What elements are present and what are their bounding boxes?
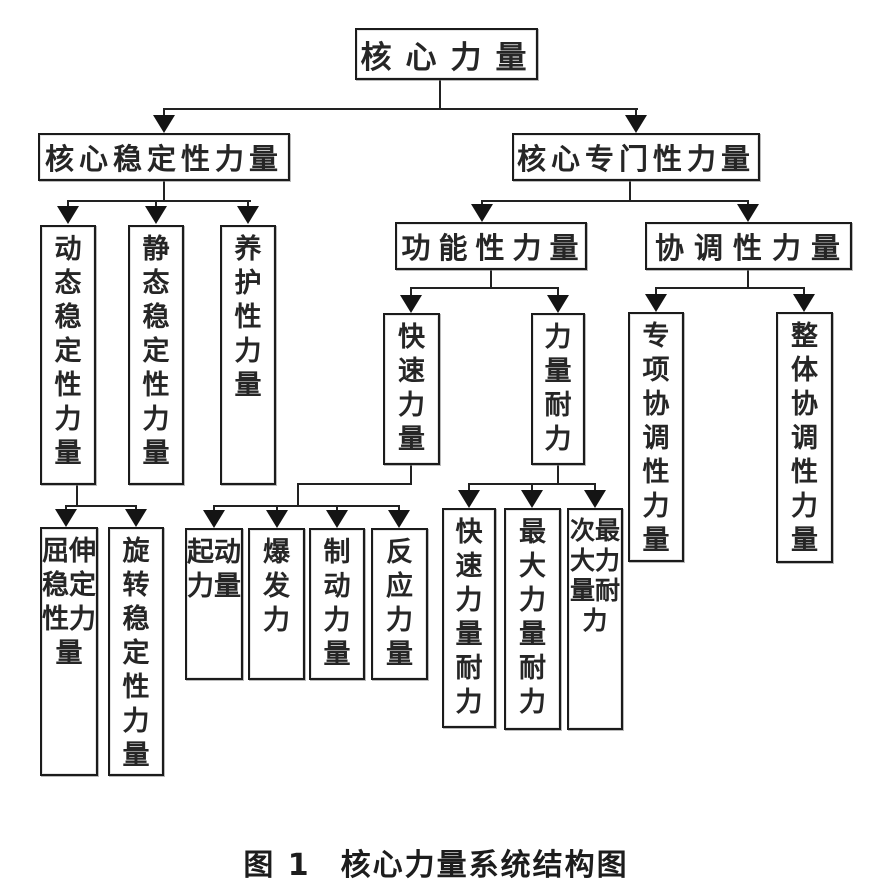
connector-line xyxy=(655,287,657,295)
connector-line xyxy=(398,505,400,512)
arrowhead-down-icon xyxy=(793,294,815,312)
arrowhead-down-icon xyxy=(266,510,288,528)
arrowhead-down-icon xyxy=(237,206,259,224)
node-braking-strength: 制动力量 xyxy=(309,528,365,680)
node-speed-strength: 快速力量 xyxy=(383,313,440,465)
connector-line xyxy=(490,270,492,289)
connector-line xyxy=(410,465,412,485)
connector-line xyxy=(410,287,559,289)
connector-line xyxy=(481,200,483,206)
arrowhead-down-icon xyxy=(55,509,77,527)
connector-line xyxy=(67,200,69,207)
connector-line xyxy=(135,505,137,511)
node-flexion-extension-stability: 屈伸稳定性力量 xyxy=(40,527,98,776)
node-coordination: 协调性力量 xyxy=(645,222,852,270)
arrowhead-down-icon xyxy=(547,295,569,313)
connector-line xyxy=(336,505,338,512)
arrowhead-down-icon xyxy=(645,294,667,312)
node-reactive-strength: 反应力量 xyxy=(371,528,428,680)
connector-line xyxy=(213,505,400,507)
arrowhead-down-icon xyxy=(153,115,175,133)
connector-line xyxy=(803,287,805,295)
arrowhead-down-icon xyxy=(584,490,606,508)
node-functional: 功能性力量 xyxy=(395,222,587,270)
connector-line xyxy=(655,287,805,289)
connector-line xyxy=(557,287,559,296)
node-specific-coordination: 专项协调性力量 xyxy=(628,312,684,562)
arrowhead-down-icon xyxy=(471,204,493,222)
node-max-strength-endurance: 最大力量耐力 xyxy=(504,508,561,730)
figure-caption-label: 图 1 xyxy=(243,848,311,883)
node-core-specialized: 核心专门性力量 xyxy=(512,133,760,181)
connector-line xyxy=(747,200,749,206)
connector-line xyxy=(531,483,533,491)
connector-line xyxy=(65,505,67,511)
connector-line xyxy=(247,200,249,207)
connector-line xyxy=(65,505,137,507)
figure-caption: 图 1 核心力量系统结构图 xyxy=(0,840,872,884)
connector-line xyxy=(557,465,559,485)
connector-line xyxy=(297,483,412,485)
arrowhead-down-icon xyxy=(521,490,543,508)
connector-line xyxy=(67,200,251,202)
node-static-stability: 静态稳定性力量 xyxy=(128,225,184,485)
arrowhead-down-icon xyxy=(388,510,410,528)
connector-line xyxy=(410,287,412,296)
node-strength-endurance: 力量耐力 xyxy=(531,313,585,465)
arrowhead-down-icon xyxy=(326,510,348,528)
connector-line xyxy=(213,505,215,512)
connector-line xyxy=(163,181,165,202)
connector-line xyxy=(276,505,278,512)
node-explosive-power: 爆发力 xyxy=(248,528,305,680)
node-submax-strength-endurance: 次最大力量耐力 xyxy=(567,508,623,730)
arrowhead-down-icon xyxy=(145,206,167,224)
node-core: 核心力量 xyxy=(355,28,538,80)
connector-line xyxy=(297,483,299,507)
node-core-stability: 核心稳定性力量 xyxy=(38,133,290,181)
connector-line xyxy=(481,200,749,202)
arrowhead-down-icon xyxy=(625,115,647,133)
node-rotation-stability: 旋转稳定性力量 xyxy=(108,527,164,776)
connector-line xyxy=(76,485,78,507)
connector-line xyxy=(163,108,638,110)
node-dynamic-stability: 动态稳定性力量 xyxy=(40,225,96,485)
connector-line xyxy=(439,79,441,110)
figure-caption-title: 核心力量系统结构图 xyxy=(340,848,629,883)
arrowhead-down-icon xyxy=(203,510,225,528)
connector-line xyxy=(155,200,157,207)
arrowhead-down-icon xyxy=(737,204,759,222)
node-overall-coordination: 整体协调性力量 xyxy=(776,312,833,563)
connector-line xyxy=(468,483,470,491)
node-speed-strength-endurance: 快速力量耐力 xyxy=(442,508,496,728)
node-starting-strength: 起动力量 xyxy=(185,528,243,680)
connector-line xyxy=(629,181,631,202)
connector-line xyxy=(635,108,637,117)
connector-line xyxy=(747,270,749,289)
connector-line xyxy=(594,483,596,491)
node-maintenance: 养护性力量 xyxy=(220,225,276,485)
arrowhead-down-icon xyxy=(57,206,79,224)
arrowhead-down-icon xyxy=(458,490,480,508)
connector-line xyxy=(163,108,165,117)
arrowhead-down-icon xyxy=(400,295,422,313)
arrowhead-down-icon xyxy=(125,509,147,527)
